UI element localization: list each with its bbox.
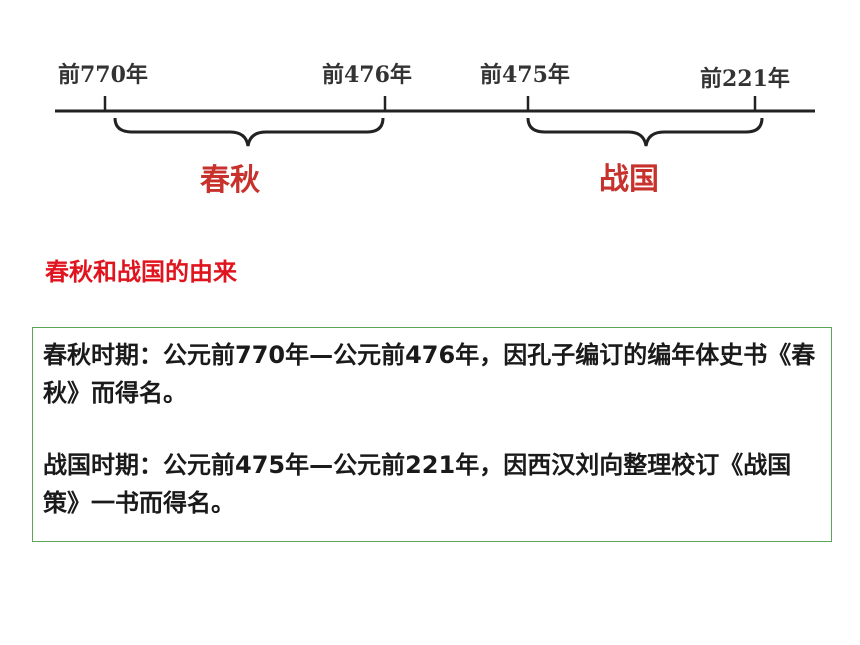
- brace-zhanguo: [526, 117, 764, 147]
- year-label-221: 前221年: [700, 66, 790, 92]
- timeline-diagram: 前770年 前476年 前475年 前221年 春秋 战国: [55, 62, 815, 198]
- brace-chunqiu: [113, 117, 385, 147]
- section-heading: 春秋和战国的由来: [45, 258, 237, 286]
- paragraph-zhanguo: 战国时期：公元前475年—公元前221年，因西汉刘向整理校订《战国策》一书而得名…: [43, 451, 792, 517]
- year-label-770: 前770年: [58, 62, 148, 88]
- paragraph-chunqiu: 春秋时期：公元前770年—公元前476年，因孔子编订的编年体史书《春秋》而得名。: [43, 341, 816, 407]
- explanation-box: 春秋时期：公元前770年—公元前476年，因孔子编订的编年体史书《春秋》而得名。…: [32, 327, 832, 542]
- period-label-zhanguo: 战国: [599, 162, 659, 197]
- year-label-476: 前476年: [322, 62, 412, 88]
- period-label-chunqiu: 春秋: [200, 163, 260, 198]
- year-label-475: 前475年: [480, 62, 570, 88]
